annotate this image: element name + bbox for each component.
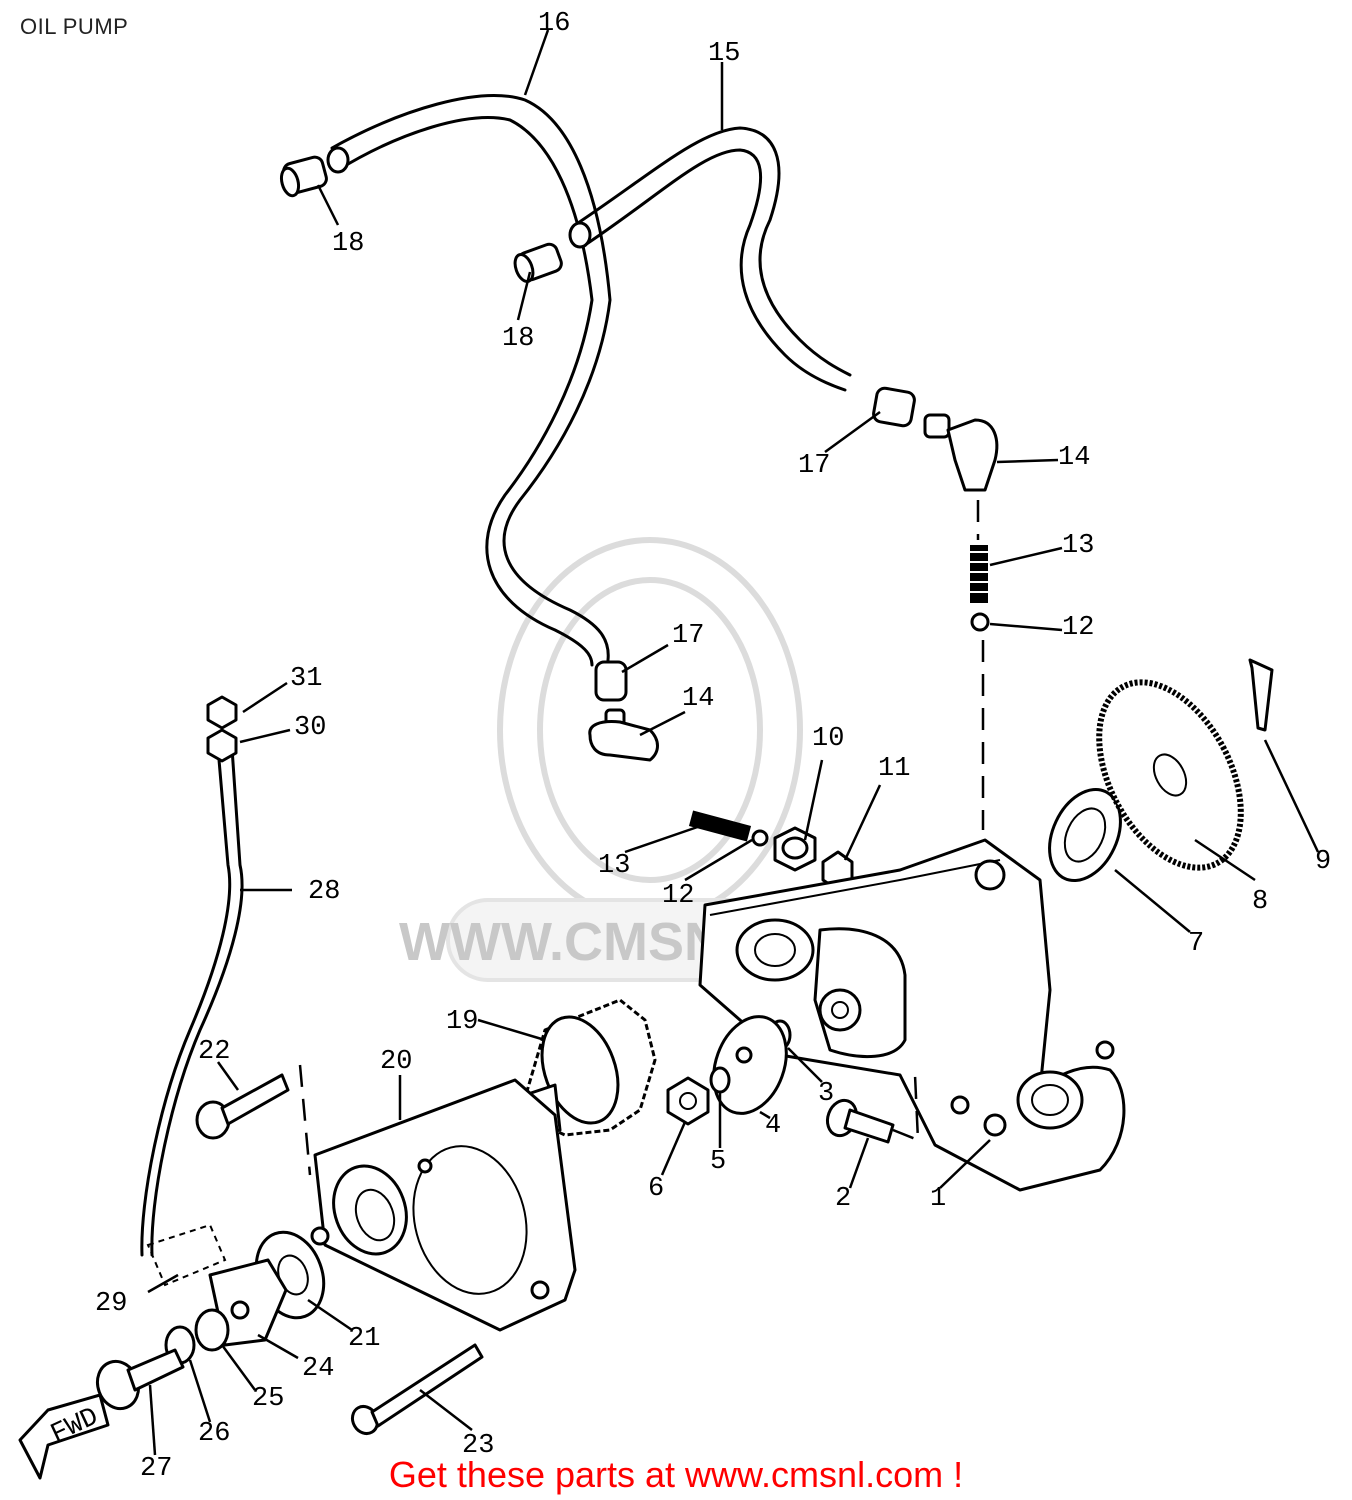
label-27: 27	[140, 1454, 172, 1484]
part-number-labels: 16 15 18 18 17 14 13 12 17 14 31 30 10 1…	[95, 9, 1331, 1484]
label-14b: 14	[682, 684, 714, 714]
label-21: 21	[348, 1324, 380, 1354]
label-5: 5	[710, 1147, 726, 1177]
label-26: 26	[198, 1419, 230, 1449]
label-25: 25	[252, 1384, 284, 1414]
control-cable-28	[140, 746, 244, 1257]
spring-13-a	[970, 545, 988, 603]
label-13a: 13	[1062, 531, 1094, 561]
oil-pump-body-1	[698, 838, 1126, 1192]
bolt-2	[825, 1098, 895, 1144]
leader-lines	[147, 29, 1320, 1456]
plate-4	[712, 1015, 788, 1115]
bolt-27	[95, 1348, 185, 1411]
label-2: 2	[835, 1184, 851, 1214]
pump-drive-gear-8	[1096, 679, 1244, 871]
label-19: 19	[446, 1007, 478, 1037]
footer-parts-link[interactable]: Get these parts at www.cmsnl.com !	[388, 1454, 964, 1495]
label-1: 1	[930, 1184, 946, 1214]
label-30: 30	[294, 713, 326, 743]
key-pin-9	[1248, 658, 1274, 732]
adjusting-nut-31	[206, 695, 238, 730]
label-12b: 12	[662, 881, 694, 911]
check-ball-12-a	[970, 612, 990, 632]
banjo-fitting-14-b	[588, 708, 659, 762]
label-17a: 17	[798, 451, 830, 481]
page-title: OIL PUMP	[20, 14, 129, 39]
label-10: 10	[812, 724, 844, 754]
label-23: 23	[462, 1431, 494, 1461]
label-29: 29	[95, 1289, 127, 1319]
oil-hose-15	[568, 126, 852, 392]
label-12a: 12	[1062, 613, 1094, 643]
check-ball-12-b	[751, 829, 769, 847]
label-24: 24	[302, 1354, 334, 1384]
washer-5	[709, 1066, 731, 1094]
washer-25	[194, 1308, 230, 1352]
screw-23	[350, 1343, 484, 1436]
lock-nut-30	[206, 728, 238, 763]
pump-cover-20	[310, 1078, 577, 1332]
plug-10	[773, 826, 817, 872]
label-13b: 13	[598, 851, 630, 881]
label-8: 8	[1252, 887, 1268, 917]
label-7: 7	[1188, 929, 1204, 959]
banjo-fitting-14-a	[923, 413, 999, 492]
label-14a: 14	[1058, 443, 1090, 473]
oil-seal-7	[1048, 787, 1122, 883]
oil-hose-16	[326, 94, 612, 667]
pump-drive-gear-19	[488, 998, 657, 1144]
label-15: 15	[708, 39, 740, 69]
label-3: 3	[818, 1079, 834, 1109]
spring-13-b	[688, 810, 752, 842]
label-22: 22	[198, 1037, 230, 1067]
label-9: 9	[1315, 847, 1331, 877]
label-31: 31	[290, 664, 322, 694]
label-20: 20	[380, 1047, 412, 1077]
label-11: 11	[878, 754, 910, 784]
screw-22	[195, 1073, 290, 1140]
label-17b: 17	[672, 621, 704, 651]
hose-cap-18-a	[279, 155, 328, 198]
label-28: 28	[308, 877, 340, 907]
hose-clamp-17-a	[872, 386, 916, 428]
nut-6	[666, 1076, 710, 1126]
label-6: 6	[648, 1174, 664, 1204]
label-18b: 18	[502, 324, 534, 354]
hose-cap-18-b	[513, 242, 563, 283]
bracket-29	[146, 1223, 227, 1287]
label-4: 4	[765, 1111, 781, 1141]
fwd-arrow-icon: FWD	[18, 1393, 110, 1480]
hose-clamp-17-b	[594, 660, 628, 702]
label-18a: 18	[332, 229, 364, 259]
label-16: 16	[538, 9, 570, 39]
